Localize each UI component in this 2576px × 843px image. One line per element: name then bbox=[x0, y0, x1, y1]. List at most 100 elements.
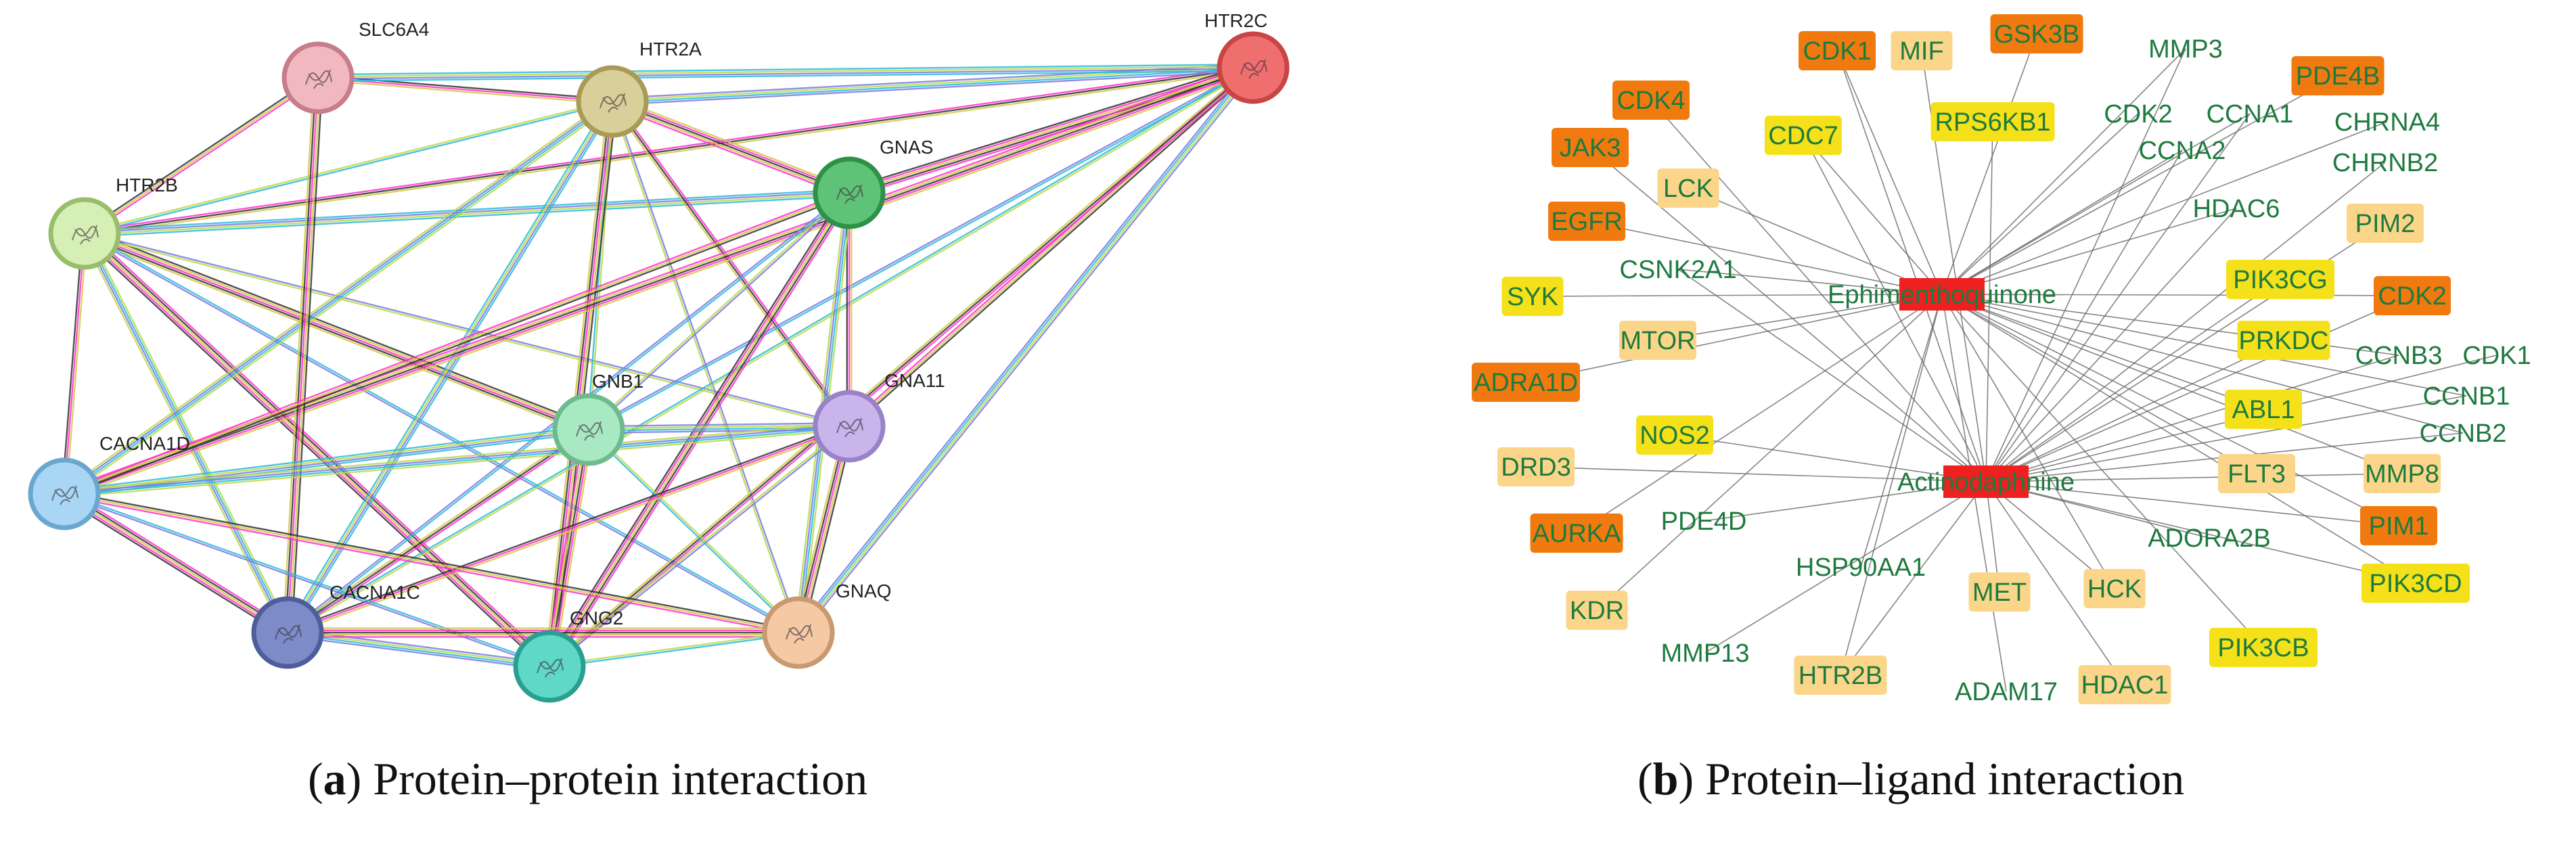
ligand-node-label: CCNB3 bbox=[2355, 342, 2443, 370]
ppi-edge-line bbox=[587, 430, 798, 635]
ligand-edge bbox=[1941, 121, 2388, 295]
ligand-node-label: SYK bbox=[1507, 283, 1558, 311]
ppi-edge bbox=[547, 65, 1255, 669]
ppi-edge-line bbox=[64, 432, 589, 498]
ligand-edge bbox=[1941, 150, 2183, 295]
ppi-edge bbox=[63, 189, 851, 497]
ppi-edge-line bbox=[64, 430, 589, 496]
ligand-hub-actinodaphnine: Actinodaphnine bbox=[1897, 465, 2075, 498]
ligand-node-label: MMP3 bbox=[2148, 35, 2223, 64]
ppi-edge-line bbox=[612, 70, 1254, 106]
ppi-node-cacna1c: CACNA1C bbox=[251, 582, 420, 669]
ligand-node-box bbox=[1612, 81, 1690, 120]
ppi-edge-line bbox=[611, 102, 849, 196]
ppi-edge-line bbox=[849, 66, 1254, 194]
ligand-node-label: CCNA1 bbox=[2207, 100, 2294, 129]
ppi-edge-line bbox=[612, 98, 851, 192]
ligand-node-cdk1: CDK1 bbox=[1799, 31, 1876, 70]
ppi-edge-line bbox=[85, 68, 1254, 237]
ppi-edge-line bbox=[61, 497, 286, 637]
ppi-edge-line bbox=[287, 429, 589, 633]
ligand-node-label: MMP8 bbox=[2365, 460, 2439, 488]
ligand-node-box bbox=[2218, 454, 2295, 493]
ligand-node-cdk1: CDK1 bbox=[2462, 342, 2531, 370]
ligand-edge bbox=[1985, 162, 2386, 482]
ppi-edge bbox=[286, 66, 1255, 635]
ligand-edge bbox=[1985, 481, 2416, 584]
ppi-edge-line bbox=[64, 191, 850, 495]
ppi-edge bbox=[62, 98, 615, 497]
ligand-node-label: PIK3CD bbox=[2369, 570, 2462, 598]
ligand-node-nos2: NOS2 bbox=[1636, 415, 1713, 455]
ppi-edge-line bbox=[544, 428, 585, 666]
ligand-node-mtor: MTOR bbox=[1619, 321, 1696, 360]
ligand-node-label: CSNK2A1 bbox=[1619, 256, 1736, 284]
ligand-edge bbox=[1525, 294, 1943, 383]
ligand-node-label: CDK4 bbox=[1617, 87, 1685, 115]
ppi-edge-line bbox=[286, 66, 1253, 633]
protein-structure-icon bbox=[600, 93, 627, 113]
ppi-edge-line bbox=[847, 62, 1252, 190]
caption-b-text: Protein–ligand interaction bbox=[1694, 753, 2185, 804]
ppi-edge-line bbox=[64, 193, 851, 497]
ligand-edge bbox=[1941, 113, 2139, 295]
ppi-edge bbox=[64, 426, 589, 498]
ligand-node-pde4b: PDE4B bbox=[2291, 56, 2385, 95]
ligand-node-label: LCK bbox=[1663, 175, 1713, 203]
ppi-edge bbox=[317, 74, 613, 105]
ppi-edge-line bbox=[290, 102, 616, 635]
ppi-edge bbox=[64, 422, 850, 498]
ligand-node-box bbox=[1530, 514, 1623, 553]
ligand-edge bbox=[1941, 294, 2399, 526]
ppi-edge bbox=[587, 66, 1255, 432]
ppi-edge-line bbox=[849, 68, 1255, 196]
ppi-edge bbox=[81, 229, 553, 670]
ligand-node-label: EGFR bbox=[1551, 208, 1623, 236]
ligand-node-box bbox=[1794, 656, 1887, 695]
ligand-node-label: CCNB1 bbox=[2423, 382, 2510, 411]
ligand-node-ccnb1: CCNB1 bbox=[2423, 382, 2510, 411]
protein-structure-icon bbox=[1240, 59, 1267, 79]
ligand-node-jak3: JAK3 bbox=[1552, 128, 1629, 167]
ligand-node-label: HSP90AA1 bbox=[1796, 553, 1926, 582]
ligand-hub-label: Ephimenthoquinone bbox=[1828, 281, 2056, 309]
ppi-edge bbox=[84, 189, 850, 237]
ppi-edge-line bbox=[64, 66, 1254, 495]
ligand-node-box bbox=[2364, 454, 2441, 493]
ligand-node-label: MMP13 bbox=[1661, 639, 1750, 668]
ligand-edge bbox=[1535, 466, 1987, 482]
ligand-node-label: MIF bbox=[1899, 37, 1943, 66]
ligand-node-prkdc: PRKDC bbox=[2237, 321, 2330, 360]
ppi-edge-line bbox=[589, 68, 1255, 432]
caption-a: (a) Protein–protein interaction bbox=[308, 753, 868, 804]
ppi-edge bbox=[610, 96, 851, 198]
ppi-edge-line bbox=[85, 231, 800, 633]
ppi-edge-line bbox=[798, 68, 1255, 634]
ligand-edge bbox=[1941, 294, 2264, 410]
ligand-node-label: CHRNA4 bbox=[2334, 108, 2440, 137]
ligand-node-ccnb2: CCNB2 bbox=[2420, 419, 2507, 448]
ppi-edge-line bbox=[286, 427, 588, 632]
ligand-node-cdk4: CDK4 bbox=[1612, 81, 1690, 120]
ppi-edge-line bbox=[83, 234, 549, 669]
ppi-node-label: GNA11 bbox=[884, 370, 945, 391]
ppi-edge-line bbox=[291, 78, 323, 633]
ligand-node-label: CHRNB2 bbox=[2332, 149, 2438, 177]
ligand-edge bbox=[1941, 294, 2416, 584]
ligand-edge bbox=[1985, 295, 2413, 482]
caption-a-text: Protein–protein interaction bbox=[361, 753, 868, 804]
ligand-node-hdac1: HDAC1 bbox=[2078, 665, 2171, 704]
ppi-edge-line bbox=[549, 67, 1254, 667]
ligand-node-label: HTR2B bbox=[1799, 662, 1883, 690]
ppi-edge bbox=[610, 99, 852, 428]
ppi-edges bbox=[61, 62, 1257, 670]
ppi-edge-line bbox=[87, 231, 292, 632]
ligand-edge bbox=[1803, 135, 1987, 482]
ppi-edge-line bbox=[549, 426, 851, 668]
ligand-node-label: CDC7 bbox=[1768, 122, 1838, 150]
ligand-node-label: HDAC6 bbox=[2193, 195, 2280, 223]
ligand-node-box bbox=[1636, 415, 1713, 455]
ppi-node-label: GNAQ bbox=[836, 580, 891, 601]
ligand-node-drd3: DRD3 bbox=[1497, 447, 1575, 486]
